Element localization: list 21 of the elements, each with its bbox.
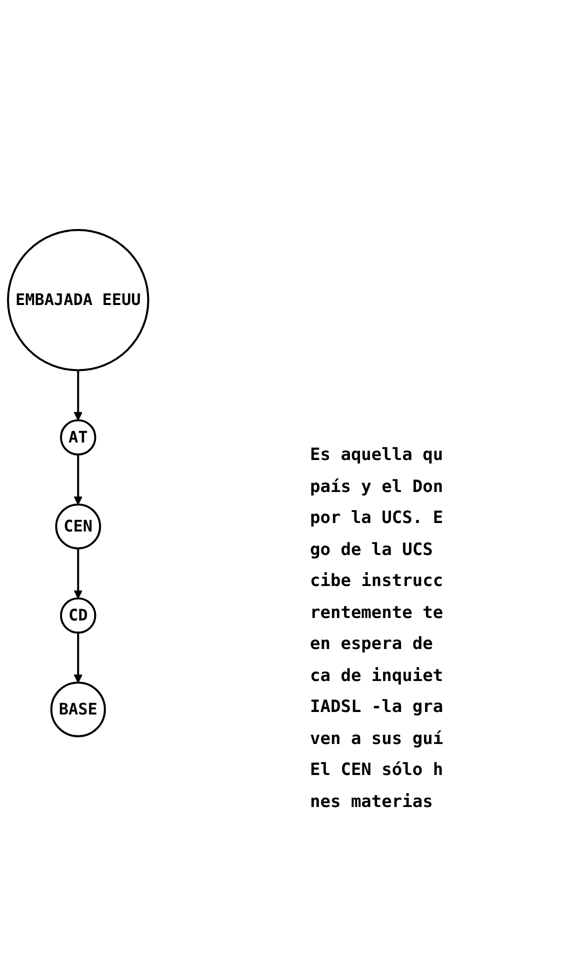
text-line: por la UCS. E bbox=[310, 507, 444, 530]
text-line: cibe instrucc bbox=[310, 570, 444, 593]
arrow bbox=[74, 454, 83, 505]
node-circle: CD bbox=[60, 597, 96, 634]
text-line: nes materias bbox=[310, 790, 434, 814]
node-circle: AT bbox=[60, 419, 96, 456]
text-line: rentemente te bbox=[310, 602, 444, 624]
arrow bbox=[74, 632, 83, 683]
arrow bbox=[74, 370, 83, 421]
text-line: ven a sus guí bbox=[310, 728, 444, 750]
text-line: El CEN sólo h bbox=[310, 759, 444, 782]
text-line: IADSL -la gra bbox=[310, 696, 444, 719]
text-line: ca de inquiet bbox=[310, 664, 444, 688]
arrow bbox=[74, 548, 83, 599]
text-line: en espera de bbox=[310, 633, 434, 656]
node-circle: CEN bbox=[55, 503, 102, 550]
text-line: go de la UCS bbox=[310, 538, 434, 562]
text-line: Es aquella qu bbox=[310, 444, 444, 467]
text-line: país y el Don bbox=[310, 476, 444, 498]
node-circle: EMBAJADA EEUU bbox=[7, 228, 150, 372]
node-circle: BASE bbox=[50, 682, 106, 738]
